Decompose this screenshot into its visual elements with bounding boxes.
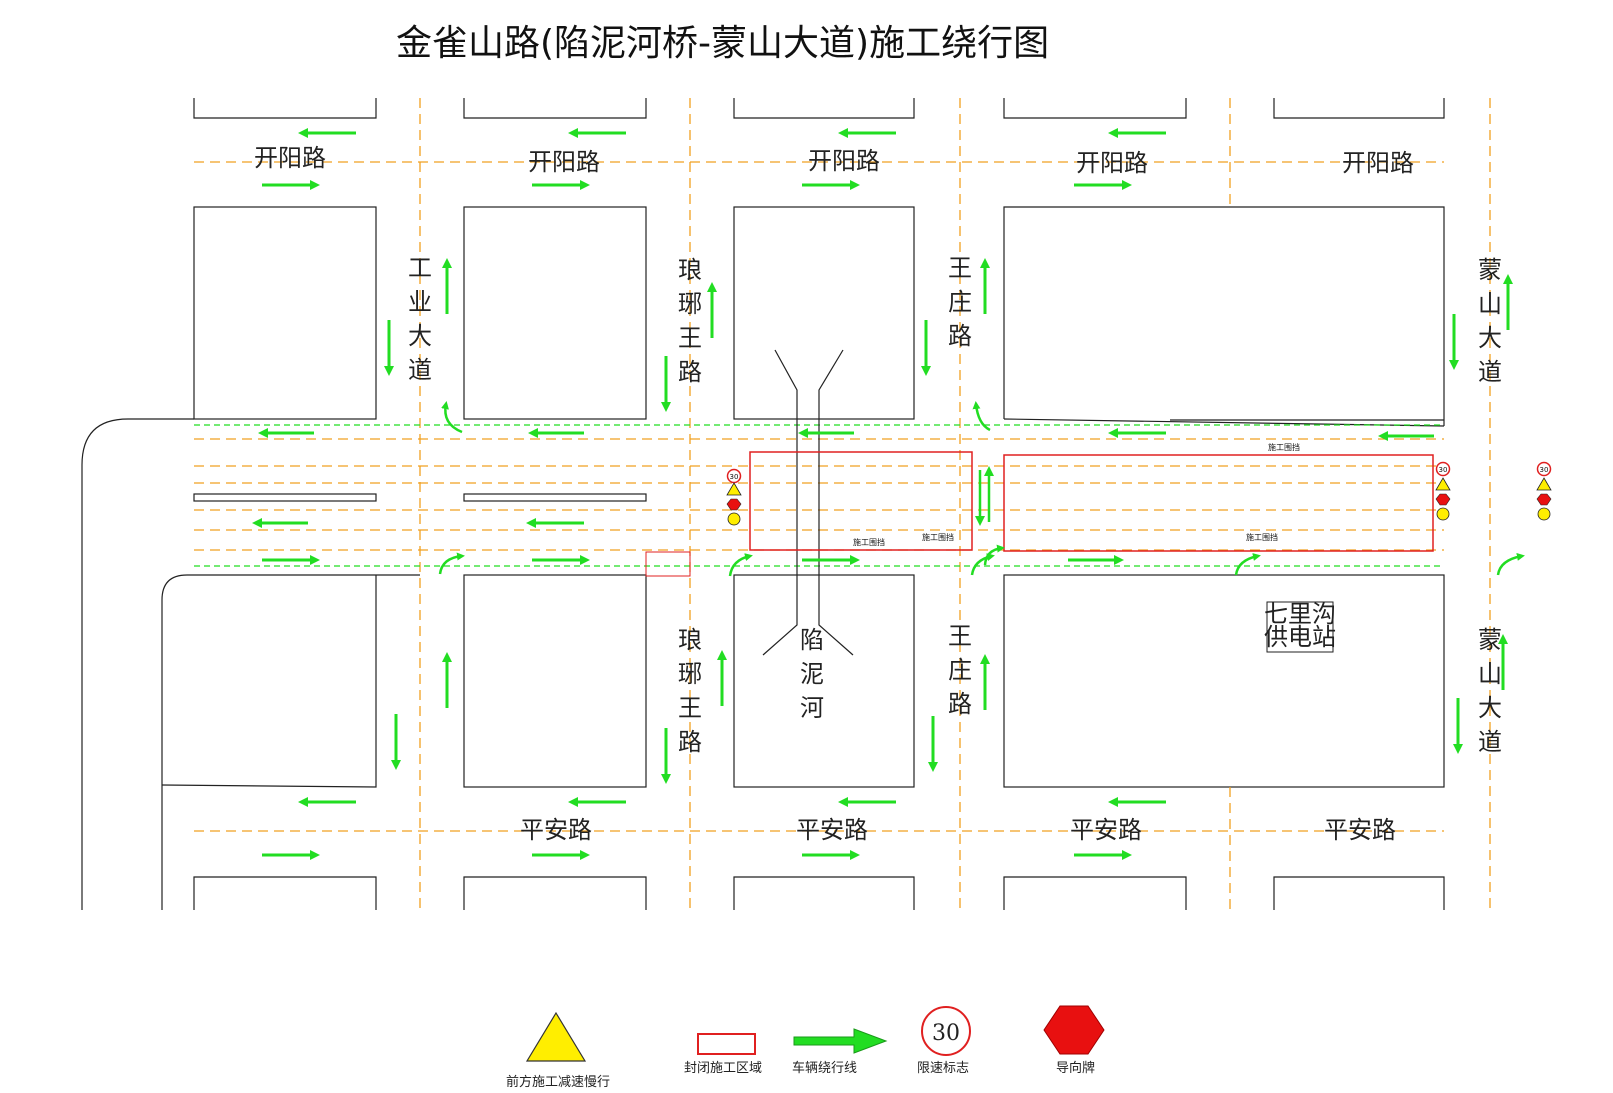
substation-line-1: 七里沟 [1264,600,1336,628]
sign-cluster-far-east: 30 [1536,461,1552,521]
guide-sign-icon [1043,1005,1105,1055]
road-label-gongye: 工业大道 [408,254,432,384]
guide-sign-icon [1536,493,1552,506]
legend-item-closure: 封闭施工区域 [684,1033,762,1076]
road-label-pingan: 平安路 [796,816,868,844]
work-fence-labels: 施工围挡 施工围挡 施工围挡 施工围挡 [853,442,1300,547]
road-label-pingan: 平安路 [520,816,592,844]
road-label-mengshan: 蒙山大道 [1478,626,1502,756]
legend-label-guide: 导向牌 [1056,1060,1095,1076]
legend-label-detour: 车辆绕行线 [792,1060,857,1076]
road-label-langyawang: 琅琊王路 [678,256,702,386]
river [762,349,854,656]
speed-limit-legend-value: 30 [932,1021,960,1046]
detour-arrow-icon [793,1028,888,1054]
legend-label-warning: 前方施工减速慢行 [506,1074,610,1090]
detour-arrows [252,128,1513,860]
fence-label-1: 施工围挡 [853,537,885,547]
speed-limit-icon [921,1006,971,1056]
legend: 前方施工减速慢行 封闭施工区域 车辆绕行线 30 限速标志 导向牌 [506,1005,1105,1090]
warning-light-icon [1436,507,1450,521]
city-blocks [81,98,1445,910]
warning-light-icon [1537,507,1551,521]
substation: 七里沟 供电站 [1264,600,1336,653]
turn-arrows [438,401,1525,577]
legend-item-guide: 导向牌 [1043,1005,1105,1076]
legend-item-detour: 车辆绕行线 [792,1028,888,1076]
guide-sign-icon [726,498,742,511]
closure-zone-east [1003,454,1434,552]
warning-light-icon [727,512,741,526]
vertical-road-labels: 工业大道 琅琊王路 琅琊王路 王庄路 王庄路 蒙山大道 蒙山大道 陷泥河 [408,254,1502,756]
road-label-pingan: 平安路 [1324,816,1396,844]
road-label-kaiyang: 开阳路 [1076,149,1148,177]
road-label-kaiyang: 开阳路 [254,144,326,172]
fence-label-4: 施工围挡 [1246,532,1278,542]
speed-limit-icon [1435,461,1451,477]
closure-zone-west [749,451,973,551]
legend-label-speed: 限速标志 [917,1061,969,1076]
speed-limit-value: 30 [730,473,739,481]
speed-limit-value: 30 [1439,466,1448,474]
map-title: 金雀山路(陷泥河桥-蒙山大道)施工绕行图 [396,23,1050,64]
sign-cluster-west: 30 [726,468,742,526]
fence-label-2: 施工围挡 [922,532,954,542]
road-label-wangzhuang: 王庄路 [948,254,972,350]
road-label-kaiyang: 开阳路 [1342,149,1414,177]
fence-label-3: 施工围挡 [1268,442,1300,452]
road-label-kaiyang: 开阳路 [808,147,880,175]
warning-triangle-icon [1536,477,1552,491]
horizontal-road-labels: 开阳路 开阳路 开阳路 开阳路 开阳路 平安路 平安路 平安路 平安路 [254,144,1414,844]
legend-item-warning: 前方施工减速慢行 [506,1011,610,1090]
substation-line-2: 供电站 [1264,623,1336,651]
road-label-wangzhuang: 王庄路 [948,622,972,718]
lane-markings [194,98,1491,910]
road-label-kaiyang: 开阳路 [528,148,600,176]
speed-limit-icon [1536,461,1552,477]
legend-label-closure: 封闭施工区域 [684,1061,762,1076]
guide-sign-icon [1435,493,1451,506]
speed-limit-value: 30 [1540,466,1549,474]
road-label-pingan: 平安路 [1070,816,1142,844]
river-label: 陷泥河 [800,626,824,722]
closure-box-icon [697,1033,756,1055]
warning-triangle-icon [726,482,742,496]
road-label-langyawang: 琅琊王路 [678,626,702,756]
warning-triangle-icon [525,1011,587,1062]
road-label-mengshan: 蒙山大道 [1478,256,1502,386]
legend-item-speed: 30 限速标志 [917,1006,971,1076]
warning-triangle-icon [1435,477,1451,491]
closure-zones [645,451,1434,577]
closure-marker-small [645,551,691,577]
sign-cluster-east: 30 [1435,461,1451,521]
